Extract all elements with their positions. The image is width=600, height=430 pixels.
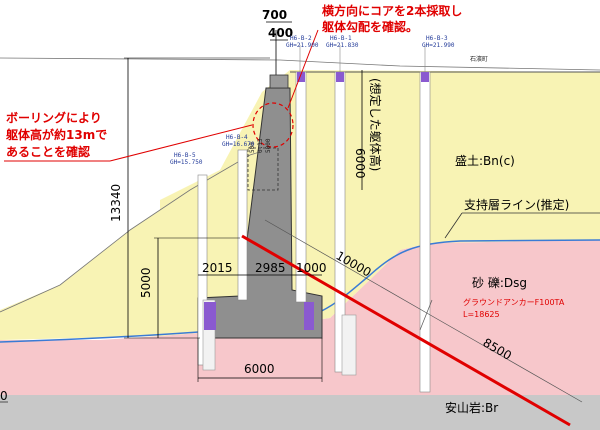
soil-gravel-label: 砂 礫:Dsg [472, 275, 527, 290]
ground-anchor [241, 234, 571, 427]
core-note-leader [287, 29, 319, 109]
left-note-line2: 躯体高が約13mで [5, 127, 107, 142]
dim-base-slope-width: 2985 [255, 261, 286, 275]
bedrock-layer [0, 395, 600, 430]
borehole-b5 [197, 174, 208, 366]
dim-footing-height: 5000 [139, 267, 153, 298]
dim-crest-width: 400 [268, 26, 293, 40]
core-sample-circle [252, 102, 294, 148]
left-note-line1: ボーリングにより [6, 110, 102, 125]
dim-assumed-height-label: (想定した躯体高) [368, 78, 383, 171]
anchor-length-label: L=18625 [463, 310, 500, 319]
borehole-marker-base-right [304, 302, 314, 330]
borehole-b2-elev: GH=21.900 [286, 42, 319, 49]
dim-total-height: 13340 [109, 184, 123, 222]
dim-assumed-height-value: 6000 [353, 148, 367, 179]
borehole-b3-elev: GH=21.990 [422, 42, 455, 49]
top-right-label: 石濱町 [470, 55, 488, 63]
dim-top-width: 700 [262, 8, 287, 22]
bearing-label-pointer [444, 212, 463, 239]
anchor-dim-line-free [264, 219, 433, 317]
borehole-b4-id: H6-B-4 [226, 134, 248, 141]
anchor-label: グラウンドアンカーF100TA [463, 297, 565, 307]
wall-crest [269, 74, 289, 89]
borehole-b5-elev: GH=15.750 [170, 159, 203, 166]
top-note-line1: 横方向にコアを2本採取し [322, 3, 462, 18]
borehole-b1-elev: GH=21.830 [326, 42, 359, 49]
dim-base-width: 6000 [244, 362, 275, 376]
dim-small-3: 5000 [265, 138, 272, 153]
soil-fill-label: 盛土:Bn(c) [455, 153, 515, 168]
anchor-dim-tick [419, 299, 433, 331]
left-note-leader [109, 124, 253, 162]
dim-toe-width: 2015 [202, 261, 233, 275]
dim-small-1: 500 [249, 142, 256, 153]
borehole-marker-base-left [204, 302, 216, 330]
soil-bedrock-label: 安山岩:Br [445, 400, 498, 415]
borehole-b3-id: H6-B-3 [426, 35, 448, 42]
borehole-marker-b1 [336, 72, 344, 82]
borehole-b4 [237, 149, 248, 301]
anchor-dim-line-bond [431, 315, 583, 403]
ground-surface-line [0, 149, 267, 313]
borehole-b4-elev: GH=16.670 [222, 141, 255, 148]
slope-fill-layer [0, 150, 262, 340]
dim-heel-width: 1000 [296, 261, 327, 275]
borehole-b5-id: H6-B-5 [174, 152, 196, 159]
borehole-b1-id: H6-B-1 [330, 35, 352, 42]
dim-small-2: 0.13 [257, 138, 264, 153]
borehole-b2-id: H6-B-2 [290, 35, 312, 42]
assumed-wall-frame [247, 147, 279, 191]
borehole-marker-b2 [297, 72, 305, 82]
top-note-line2: 躯体勾配を確認。 [321, 19, 418, 34]
borehole-group [197, 45, 431, 393]
left-note-line3: あることを確認 [6, 144, 90, 159]
left-edge-label: 0 [0, 389, 8, 403]
borehole-b1-lower [341, 314, 357, 376]
soil-bearing-label: 支持層ライン(推定) [464, 197, 569, 212]
borehole-marker-b3 [421, 72, 429, 82]
